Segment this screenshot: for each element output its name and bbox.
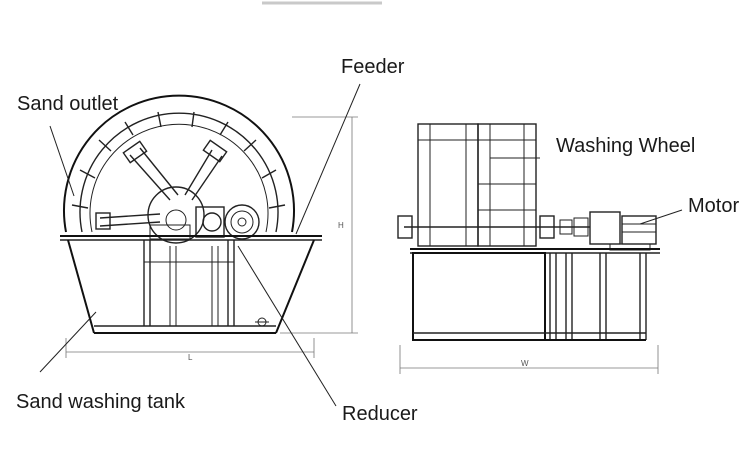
dimension-width-label: W bbox=[521, 359, 529, 368]
front-view: L H bbox=[60, 94, 358, 362]
label-feeder: Feeder bbox=[341, 56, 405, 78]
reducer-assembly bbox=[149, 204, 260, 240]
dimension-height-label: H bbox=[338, 221, 344, 230]
sand-washing-tank-front bbox=[60, 235, 322, 334]
side-view: W bbox=[397, 123, 660, 374]
label-washing-wheel: Washing Wheel bbox=[556, 135, 695, 157]
washing-wheel-side bbox=[417, 123, 537, 247]
washing-wheel-front bbox=[63, 94, 295, 244]
dimension-lines-side bbox=[399, 345, 659, 374]
dimension-length-label: L bbox=[188, 353, 193, 362]
label-sand-outlet: Sand outlet bbox=[17, 93, 119, 115]
dimension-lines-front bbox=[65, 116, 358, 358]
label-reducer: Reducer bbox=[342, 403, 418, 425]
sand-washing-tank-side bbox=[410, 248, 660, 341]
label-sand-washing-tank: Sand washing tank bbox=[16, 391, 186, 413]
shaft-bearings bbox=[397, 215, 590, 239]
label-motor: Motor bbox=[688, 195, 739, 217]
motor-assembly bbox=[589, 211, 657, 251]
leader-lines bbox=[39, 83, 683, 407]
